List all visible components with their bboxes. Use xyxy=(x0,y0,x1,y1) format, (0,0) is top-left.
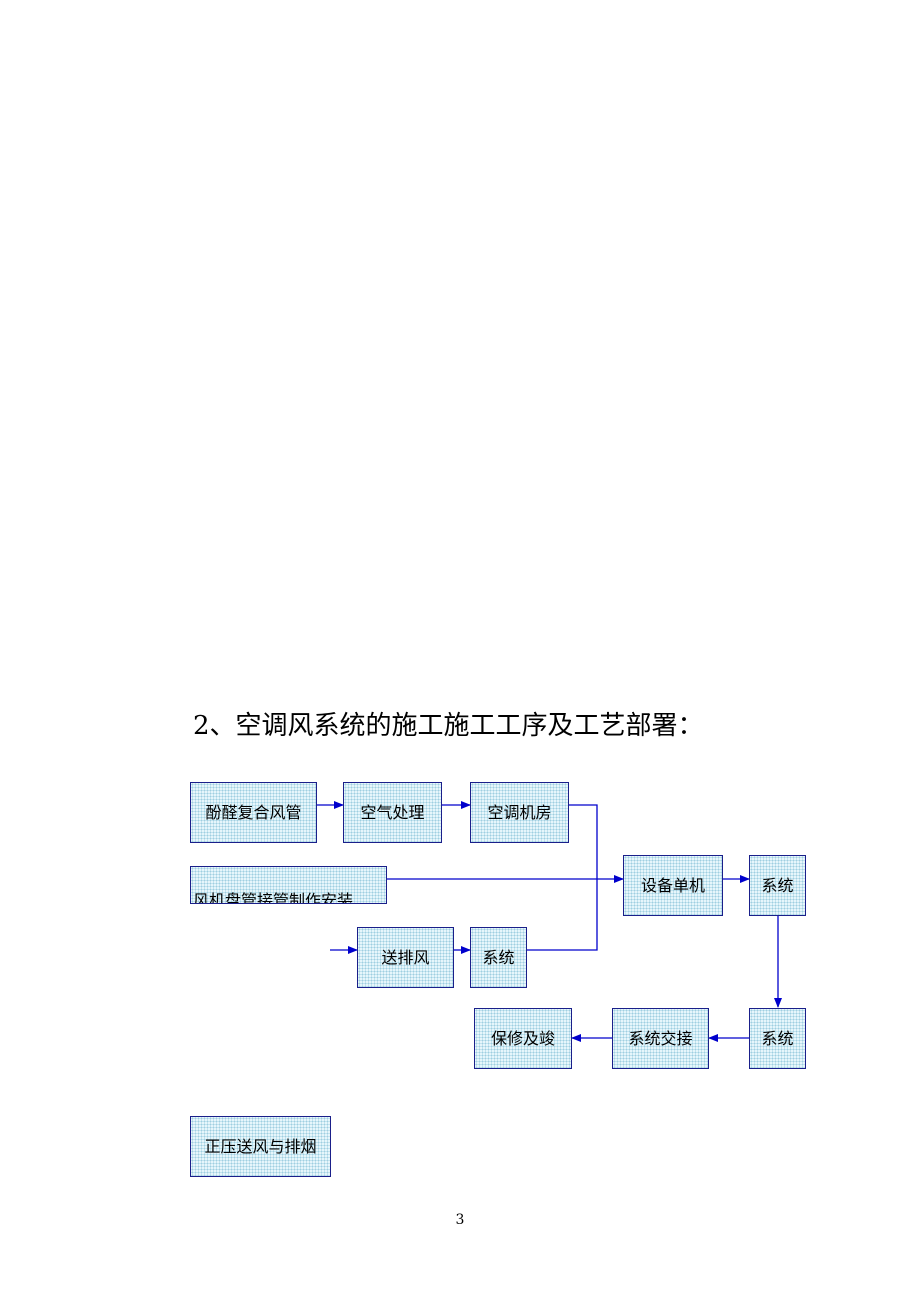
box-fan-coil-label: 风机盘管接管制作安装 xyxy=(193,891,354,904)
box-system-b: 系统 xyxy=(749,855,806,916)
box-warranty: 保修及竣 xyxy=(474,1008,572,1069)
box-ac-room: 空调机房 xyxy=(470,782,569,843)
box-supply-exhaust: 送排风 xyxy=(357,927,454,988)
box-air-handling: 空气处理 xyxy=(343,782,442,843)
page-number: 3 xyxy=(455,1212,465,1228)
box-fan-coil: 风机盘管接管制作安装 xyxy=(190,866,387,904)
box-phenolic-duct: 酚醛复合风管 xyxy=(190,782,317,843)
box-pressurization: 正压送风与排烟 xyxy=(190,1116,331,1177)
box-system-c: 系统 xyxy=(749,1008,806,1069)
box-system-handover: 系统交接 xyxy=(612,1008,709,1069)
box-equipment-single: 设备单机 xyxy=(623,855,723,916)
connector-acroom-bracket xyxy=(527,804,598,951)
box-system-a: 系统 xyxy=(470,927,527,988)
section-heading: 2、空调风系统的施工施工工序及工艺部署： xyxy=(193,711,704,741)
